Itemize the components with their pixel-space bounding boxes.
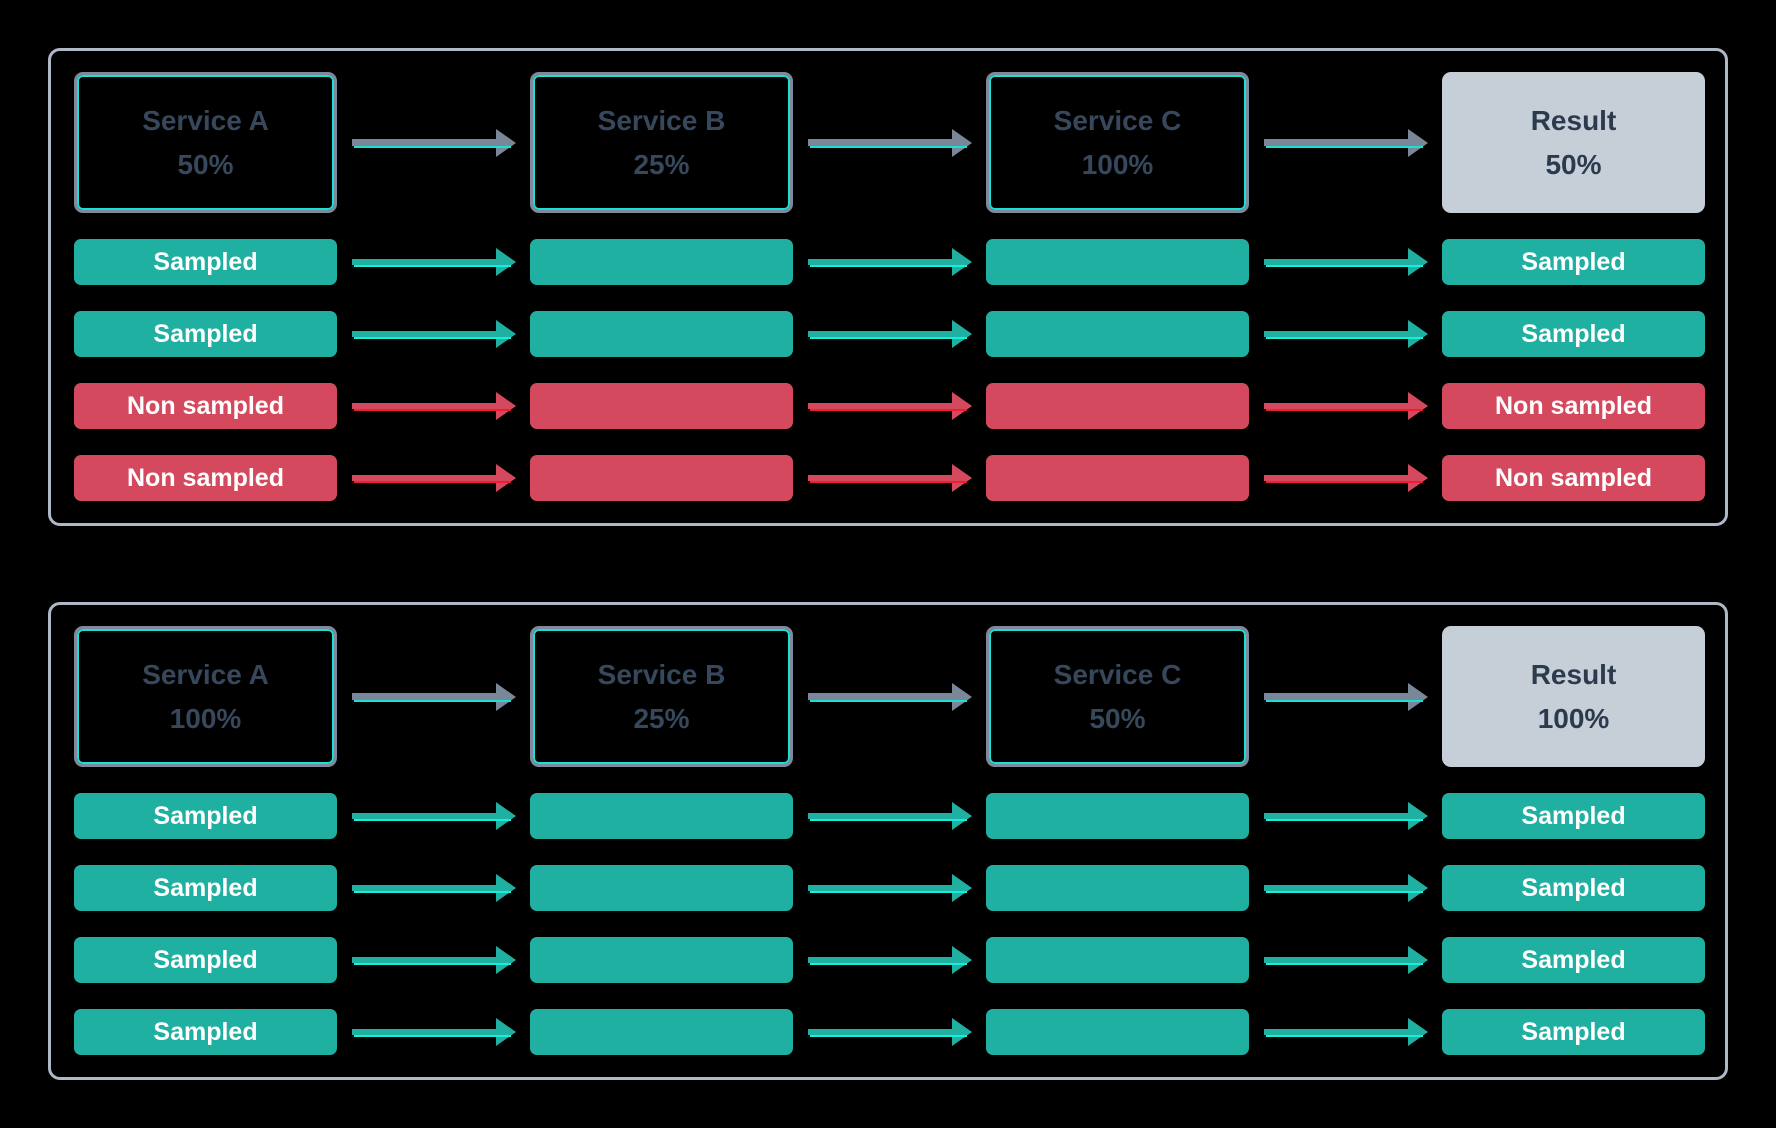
trace-bar-label: Sampled bbox=[1442, 793, 1705, 839]
trace-row: Non sampled Non sampled bbox=[74, 383, 1705, 429]
arrow-right-icon bbox=[351, 682, 516, 711]
trace-bar-label: Non sampled bbox=[74, 383, 337, 429]
trace-bar-label: Sampled bbox=[74, 239, 337, 285]
service-rate: 100% bbox=[1081, 148, 1154, 180]
arrow-right-icon bbox=[1263, 682, 1428, 711]
service-c-box: Service C 50% bbox=[986, 626, 1249, 767]
trace-bar bbox=[530, 1009, 793, 1055]
result-label: Result bbox=[1530, 104, 1617, 136]
trace-bar bbox=[530, 311, 793, 357]
arrow-right-icon bbox=[351, 128, 516, 157]
service-b-box: Service B 25% bbox=[530, 626, 793, 767]
service-c-box: Service C 100% bbox=[986, 72, 1249, 213]
trace-bar bbox=[986, 793, 1249, 839]
service-name: Service C bbox=[1053, 658, 1182, 690]
trace-bar bbox=[530, 383, 793, 429]
arrow-right-icon bbox=[1263, 874, 1428, 902]
trace-row: Sampled Sampled bbox=[74, 793, 1705, 839]
arrow-right-icon bbox=[1263, 946, 1428, 974]
service-name: Service B bbox=[597, 658, 726, 690]
service-name: Service C bbox=[1053, 104, 1182, 136]
trace-bar-label: Sampled bbox=[74, 865, 337, 911]
arrow-right-icon bbox=[807, 874, 972, 902]
trace-bar-label: Sampled bbox=[1442, 1009, 1705, 1055]
arrow-right-icon bbox=[351, 802, 516, 830]
trace-bar bbox=[530, 793, 793, 839]
arrow-right-icon bbox=[351, 320, 516, 348]
arrow-right-icon bbox=[1263, 802, 1428, 830]
trace-row: Sampled Sampled bbox=[74, 937, 1705, 983]
trace-row: Sampled Sampled bbox=[74, 865, 1705, 911]
arrow-right-icon bbox=[1263, 464, 1428, 492]
service-rate: 25% bbox=[633, 148, 690, 180]
trace-bar bbox=[530, 239, 793, 285]
arrow-right-icon bbox=[351, 1018, 516, 1046]
arrow-right-icon bbox=[807, 320, 972, 348]
arrow-right-icon bbox=[807, 392, 972, 420]
trace-bar bbox=[986, 239, 1249, 285]
arrow-right-icon bbox=[351, 392, 516, 420]
arrow-right-icon bbox=[807, 248, 972, 276]
trace-bar-label: Sampled bbox=[1442, 937, 1705, 983]
trace-bar bbox=[986, 455, 1249, 501]
arrow-right-icon bbox=[807, 1018, 972, 1046]
result-box: Result 50% bbox=[1442, 72, 1705, 213]
trace-bar bbox=[986, 865, 1249, 911]
arrow-right-icon bbox=[807, 464, 972, 492]
service-rate: 25% bbox=[633, 702, 690, 734]
arrow-right-icon bbox=[351, 464, 516, 492]
arrow-right-icon bbox=[1263, 248, 1428, 276]
service-rate: 50% bbox=[1089, 702, 1146, 734]
trace-bar-label: Sampled bbox=[74, 311, 337, 357]
trace-bar-label: Sampled bbox=[74, 937, 337, 983]
arrow-right-icon bbox=[1263, 320, 1428, 348]
service-name: Service B bbox=[597, 104, 726, 136]
trace-bar bbox=[986, 311, 1249, 357]
trace-bar bbox=[530, 455, 793, 501]
panel-1: Service A 50% Service B 25% Service C 10… bbox=[48, 48, 1728, 526]
service-a-box: Service A 50% bbox=[74, 72, 337, 213]
service-name: Service A bbox=[142, 658, 269, 690]
trace-bar-label: Sampled bbox=[74, 793, 337, 839]
service-a-box: Service A 100% bbox=[74, 626, 337, 767]
trace-bar-label: Sampled bbox=[1442, 311, 1705, 357]
trace-bar bbox=[986, 1009, 1249, 1055]
trace-bar bbox=[530, 937, 793, 983]
trace-bar bbox=[986, 937, 1249, 983]
arrow-right-icon bbox=[1263, 128, 1428, 157]
service-rate: 50% bbox=[177, 148, 234, 180]
trace-row: Non sampled Non sampled bbox=[74, 455, 1705, 501]
arrow-right-icon bbox=[807, 128, 972, 157]
result-label: Result bbox=[1530, 658, 1617, 690]
arrow-right-icon bbox=[1263, 1018, 1428, 1046]
result-box: Result 100% bbox=[1442, 626, 1705, 767]
arrow-right-icon bbox=[1263, 392, 1428, 420]
arrow-right-icon bbox=[807, 802, 972, 830]
service-b-box: Service B 25% bbox=[530, 72, 793, 213]
trace-row: Sampled Sampled bbox=[74, 311, 1705, 357]
trace-bar bbox=[986, 383, 1249, 429]
panel-1-services-row: Service A 50% Service B 25% Service C 10… bbox=[74, 72, 1705, 213]
arrow-right-icon bbox=[807, 946, 972, 974]
trace-row: Sampled Sampled bbox=[74, 239, 1705, 285]
panel-2-services-row: Service A 100% Service B 25% Service C 5… bbox=[74, 626, 1705, 767]
trace-bar-label: Non sampled bbox=[74, 455, 337, 501]
arrow-right-icon bbox=[807, 682, 972, 711]
trace-bar-label: Sampled bbox=[74, 1009, 337, 1055]
trace-bar-label: Sampled bbox=[1442, 239, 1705, 285]
result-rate: 100% bbox=[1537, 702, 1610, 734]
trace-bar-label: Sampled bbox=[1442, 865, 1705, 911]
arrow-right-icon bbox=[351, 874, 516, 902]
trace-bar bbox=[530, 865, 793, 911]
service-name: Service A bbox=[142, 104, 269, 136]
trace-row: Sampled Sampled bbox=[74, 1009, 1705, 1055]
panel-2: Service A 100% Service B 25% Service C 5… bbox=[48, 602, 1728, 1080]
arrow-right-icon bbox=[351, 946, 516, 974]
trace-bar-label: Non sampled bbox=[1442, 383, 1705, 429]
trace-bar-label: Non sampled bbox=[1442, 455, 1705, 501]
service-rate: 100% bbox=[169, 702, 242, 734]
arrow-right-icon bbox=[351, 248, 516, 276]
result-rate: 50% bbox=[1545, 148, 1602, 180]
